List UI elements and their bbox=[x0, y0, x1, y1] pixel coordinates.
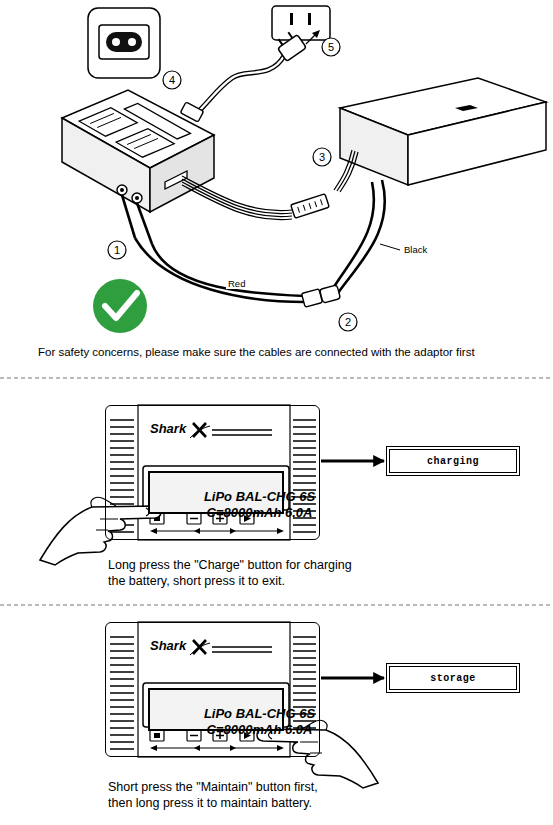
arrow-connector bbox=[321, 460, 384, 463]
charge-lead bbox=[152, 244, 305, 296]
callout-number: 1 bbox=[114, 245, 120, 256]
arrow-connector bbox=[321, 677, 384, 680]
battery-pack bbox=[340, 78, 546, 185]
callout-circle bbox=[313, 148, 331, 166]
charger-3d bbox=[79, 99, 194, 157]
lcd-text: LiPo BAL-CHG 6S bbox=[204, 706, 315, 722]
callout-number: 5 bbox=[328, 42, 334, 53]
callout-number: 3 bbox=[319, 152, 325, 163]
charger-3d bbox=[79, 108, 137, 136]
instruction-text: Long press the "Charge" button for charg… bbox=[108, 557, 362, 590]
separator bbox=[0, 378, 553, 605]
power-cord bbox=[198, 56, 284, 112]
brand-name: Shark bbox=[150, 638, 186, 653]
insert-arrow bbox=[306, 30, 320, 44]
socket-inset bbox=[88, 8, 160, 78]
balance-lead bbox=[182, 150, 358, 220]
lead-connector bbox=[301, 289, 322, 307]
check-mark bbox=[93, 279, 147, 333]
mains-plug bbox=[278, 35, 307, 62]
charger-body: LiPo BAL-CHG 6SC=8000mAh 6.0A Shark bbox=[105, 405, 320, 540]
safety-note: For safety concerns, please make sure th… bbox=[38, 346, 475, 358]
lcd-text: C=8000mAh 6.0A bbox=[207, 505, 313, 521]
charge-lead bbox=[137, 203, 152, 244]
wall-outlet bbox=[308, 13, 311, 25]
balance-lead bbox=[340, 152, 358, 192]
charger-3d bbox=[135, 196, 139, 200]
hand bbox=[40, 497, 161, 565]
charger-3d bbox=[124, 103, 190, 139]
power-cord bbox=[198, 56, 284, 112]
socket-inset bbox=[106, 32, 142, 52]
balance-connector bbox=[291, 194, 330, 218]
socket-inset bbox=[128, 38, 136, 46]
callout-circle bbox=[108, 241, 126, 259]
battery-pack bbox=[408, 102, 546, 185]
lcd-text: LiPo BAL-CHG 6S bbox=[204, 489, 315, 505]
charger-3d bbox=[120, 188, 124, 192]
callout-circle bbox=[322, 38, 340, 56]
xt-connector bbox=[319, 285, 340, 303]
status-display: charging bbox=[386, 446, 520, 476]
balance-connector bbox=[291, 194, 330, 218]
mains-plug bbox=[278, 32, 292, 45]
socket-inset bbox=[88, 8, 160, 78]
socket-inset bbox=[99, 25, 149, 59]
lcd-text: C=8000mAh 6.0A bbox=[207, 722, 313, 738]
wall-outlet bbox=[272, 6, 330, 40]
callout-circle bbox=[108, 38, 357, 331]
balance-connector bbox=[298, 199, 323, 212]
wire-label: Black bbox=[402, 244, 429, 255]
lcd-screen: LiPo BAL-CHG 6SC=8000mAh 6.0A bbox=[148, 688, 284, 731]
wall-outlet bbox=[272, 6, 330, 40]
battery-pack bbox=[340, 108, 408, 185]
xt-connector bbox=[319, 285, 340, 303]
charger-front bbox=[105, 405, 320, 540]
leader-line bbox=[380, 244, 400, 250]
charger-3d bbox=[90, 113, 158, 148]
charger-3d bbox=[117, 185, 127, 195]
check-mark bbox=[105, 293, 137, 318]
power-cord bbox=[198, 56, 284, 112]
callout-circle bbox=[163, 71, 181, 89]
charge-lead bbox=[122, 195, 135, 238]
status-text: storage bbox=[430, 673, 476, 684]
charger-front bbox=[105, 622, 320, 757]
lead-connector bbox=[301, 289, 322, 307]
charge-lead bbox=[122, 195, 305, 302]
charger-3d bbox=[116, 129, 174, 157]
status-display: storage bbox=[386, 663, 520, 693]
charger-3d bbox=[62, 90, 214, 212]
wall-outlet bbox=[290, 13, 293, 25]
check-mark bbox=[93, 279, 147, 333]
battery-lead bbox=[332, 180, 385, 293]
balance-lead bbox=[182, 185, 292, 220]
brand-name: Shark bbox=[150, 421, 186, 436]
lcd-screen: LiPo BAL-CHG 6SC=8000mAh 6.0A bbox=[148, 471, 284, 514]
battery-lead bbox=[338, 180, 385, 293]
status-text: charging bbox=[427, 456, 479, 467]
callout-number: 2 bbox=[345, 317, 351, 328]
charge-lead bbox=[135, 238, 305, 302]
battery-pack bbox=[455, 105, 478, 111]
wire-label: Red bbox=[226, 278, 247, 289]
charger-3d bbox=[132, 193, 142, 203]
instruction-text: Short press the "Maintain" button first,… bbox=[108, 779, 332, 812]
charger-body: LiPo BAL-CHG 6SC=8000mAh 6.0A Shark bbox=[105, 622, 320, 757]
callout-number: 4 bbox=[169, 75, 175, 86]
insert-arrow bbox=[312, 30, 320, 38]
mains-plug bbox=[274, 29, 307, 62]
callout-circle bbox=[339, 313, 357, 331]
socket-inset bbox=[112, 38, 120, 46]
